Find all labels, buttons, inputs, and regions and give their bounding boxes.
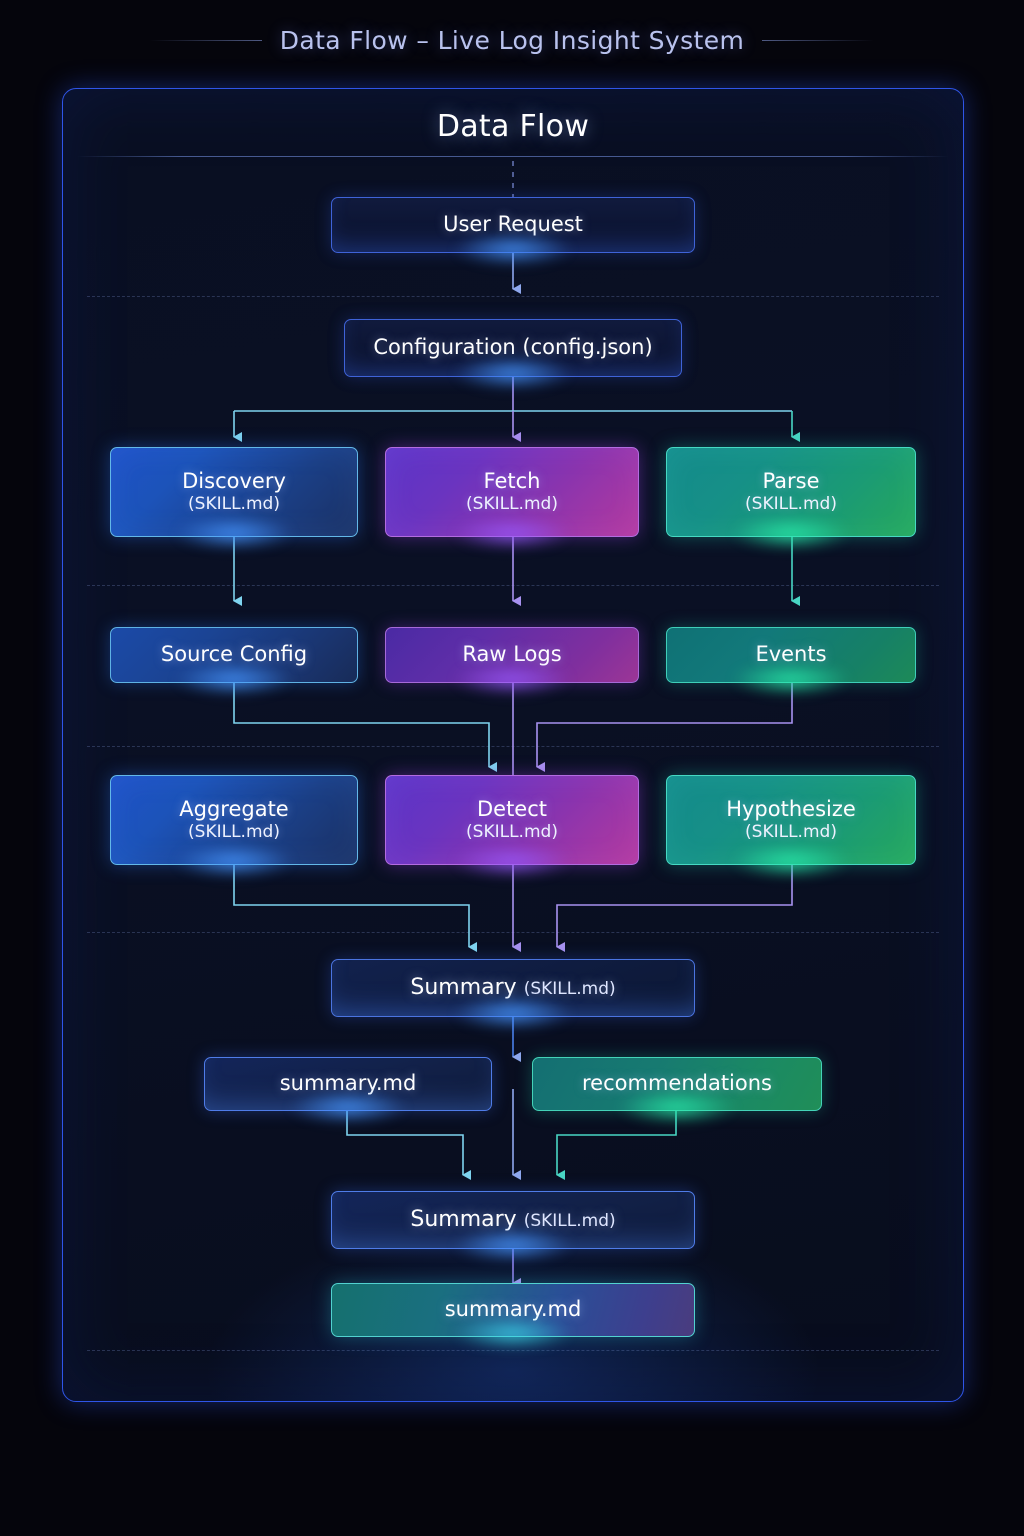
stage-separator-1 [87, 296, 939, 297]
node-recommendations-label: recommendations [582, 1071, 772, 1096]
diagram-panel: Data Flow [62, 88, 964, 1402]
node-aggregate[interactable]: Aggregate (SKILL.md) [110, 775, 358, 878]
node-user-request[interactable]: User Request [331, 197, 695, 266]
node-configuration-label: Configuration (config.json) [373, 335, 653, 360]
node-source-config[interactable]: Source Config [110, 627, 358, 696]
node-discovery[interactable]: Discovery (SKILL.md) [110, 447, 358, 550]
node-summary-skill-1-label: Summary (SKILL.md) [410, 974, 616, 1000]
node-discovery-title: Discovery [182, 468, 286, 493]
node-source-config-label: Source Config [160, 642, 308, 667]
stage-separator-5 [87, 1350, 939, 1351]
node-aggregate-subtitle: (SKILL.md) [188, 822, 280, 843]
node-hypothesize-title: Hypothesize [726, 796, 856, 821]
node-parse[interactable]: Parse (SKILL.md) [666, 447, 916, 550]
node-glow [174, 516, 294, 550]
node-fetch[interactable]: Fetch (SKILL.md) [385, 447, 639, 550]
node-recommendations[interactable]: recommendations [532, 1057, 822, 1124]
node-glow [452, 516, 572, 550]
node-user-request-label: User Request [443, 212, 583, 237]
node-summary-md-2-label: summary.md [444, 1297, 582, 1322]
node-fetch-subtitle: (SKILL.md) [466, 494, 558, 515]
node-summary-skill-1[interactable]: Summary (SKILL.md) [331, 959, 695, 1030]
stage-separator-2 [87, 585, 939, 586]
stage-separator-3 [87, 746, 939, 747]
node-detect-title: Detect [476, 796, 548, 821]
node-glow [731, 844, 851, 878]
node-glow [731, 516, 851, 550]
node-events-label: Events [755, 642, 827, 667]
node-summary-md-1-label: summary.md [279, 1071, 417, 1096]
node-parse-subtitle: (SKILL.md) [745, 494, 837, 515]
node-hypothesize-subtitle: (SKILL.md) [745, 822, 837, 843]
panel-header-divider [77, 156, 949, 157]
node-configuration[interactable]: Configuration (config.json) [344, 319, 682, 390]
node-summary-skill-2[interactable]: Summary (SKILL.md) [331, 1191, 695, 1262]
node-discovery-subtitle: (SKILL.md) [188, 494, 280, 515]
page-title-bar: Data Flow – Live Log Insight System [0, 26, 1024, 55]
node-fetch-title: Fetch [483, 468, 541, 493]
node-raw-logs[interactable]: Raw Logs [385, 627, 639, 696]
title-rule-right [762, 40, 875, 41]
panel-title: Data Flow [436, 109, 590, 144]
node-detect[interactable]: Detect (SKILL.md) [385, 775, 639, 878]
node-parse-title: Parse [762, 468, 820, 493]
node-hypothesize[interactable]: Hypothesize (SKILL.md) [666, 775, 916, 878]
node-raw-logs-label: Raw Logs [462, 642, 562, 667]
page-title: Data Flow – Live Log Insight System [279, 26, 745, 55]
node-events[interactable]: Events [666, 627, 916, 696]
node-detect-subtitle: (SKILL.md) [466, 822, 558, 843]
node-summary-md-1[interactable]: summary.md [204, 1057, 492, 1124]
node-summary-skill-2-label: Summary (SKILL.md) [410, 1206, 616, 1232]
node-summary-md-2[interactable]: summary.md [331, 1283, 695, 1350]
title-rule-left [149, 40, 262, 41]
node-glow [452, 844, 572, 878]
node-glow [174, 844, 294, 878]
node-aggregate-title: Aggregate [179, 796, 289, 821]
node-glow [453, 356, 573, 390]
stage-separator-4 [87, 932, 939, 933]
